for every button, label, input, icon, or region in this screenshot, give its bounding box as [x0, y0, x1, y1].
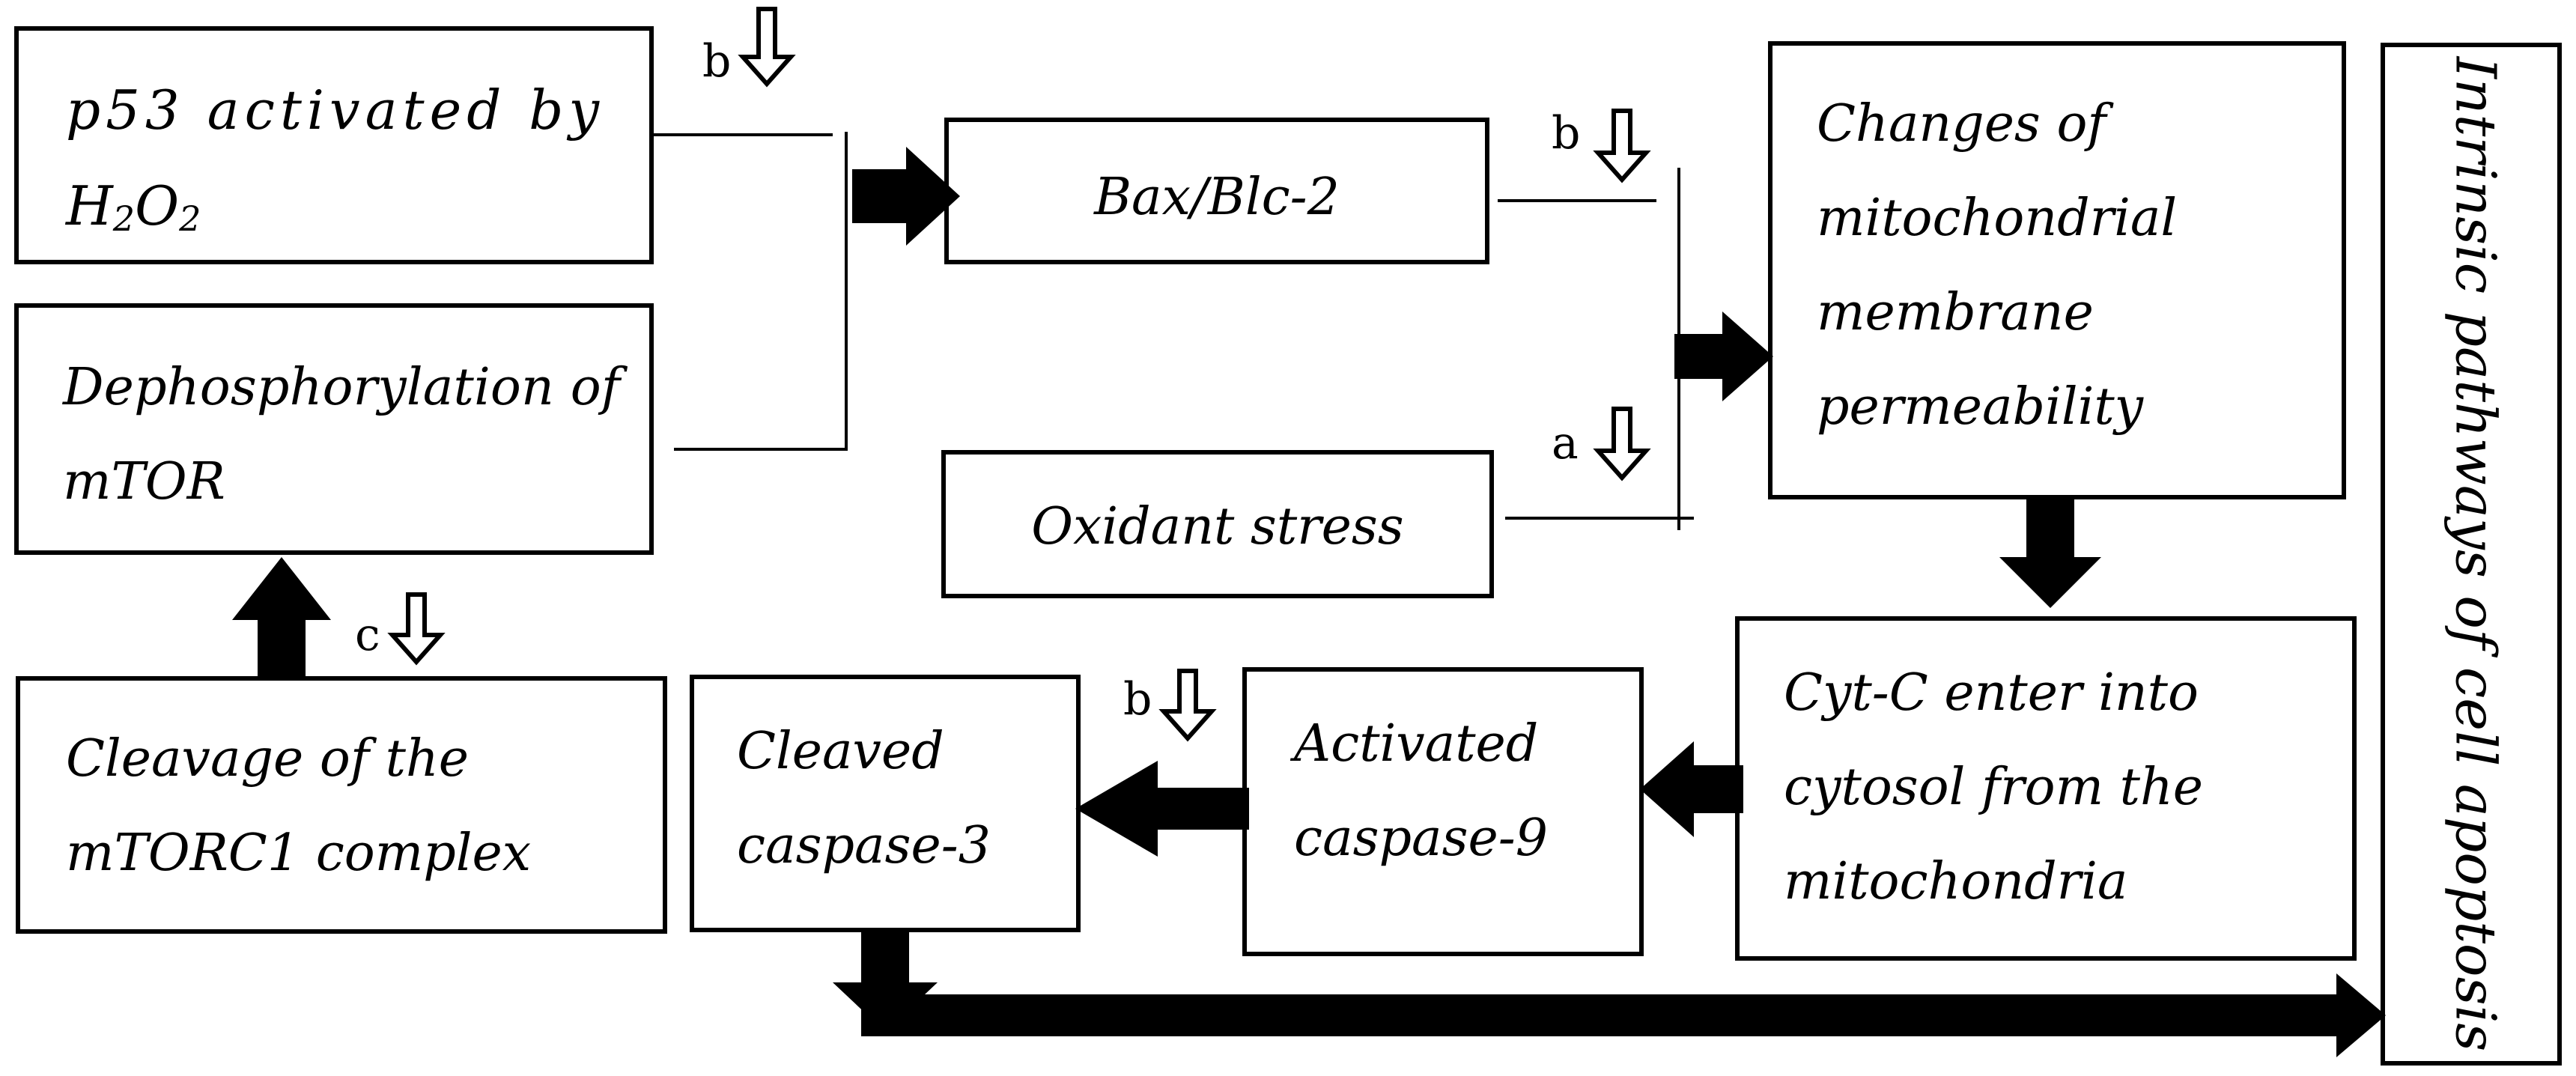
h-subscript: 2 [112, 198, 135, 239]
bottom-arrow-head [2336, 973, 2386, 1057]
oxidant-text: Oxidant stress [1031, 497, 1403, 556]
marker-letter-oxidant: a [1552, 417, 1579, 469]
mtor-box [14, 303, 654, 555]
arrow-cytc-to-casp9 [1640, 741, 1743, 837]
casp3-text-line2: caspase-3 [737, 816, 991, 875]
arrow-mtorc1-to-mtor [232, 557, 331, 677]
intrinsic-box [2381, 43, 2562, 1066]
arrow-to-bax [852, 147, 960, 246]
oxidant-box [941, 450, 1494, 598]
casp3-box [690, 675, 1081, 932]
cytc-text-line2: cytosol from the [1784, 758, 2203, 817]
cytc-text-line3: mitochondria [1784, 852, 2127, 911]
casp9-text-line1: Activated [1289, 714, 1538, 773]
casp9-text-line2: caspase-9 [1294, 809, 1548, 868]
marker-letter-mtorc1: c [355, 609, 380, 661]
p53-text-line2: H2O2 [64, 174, 201, 239]
mito-text-line2: mitochondrial [1817, 189, 2177, 248]
hollow-arrow-icon-p53 [738, 7, 796, 88]
bax-text: Bax/Blc-2 [1093, 168, 1340, 227]
h-symbol: H [64, 174, 114, 237]
cytc-text-line1: Cyt-C enter into [1784, 663, 2199, 723]
mtor-text-line2: mTOR [63, 452, 225, 511]
mito-box [1768, 41, 2346, 499]
arrow-casp9-to-casp3 [1075, 761, 1249, 857]
mtorc1-text-line2: mTORC1 complex [66, 824, 531, 883]
o-symbol: O [135, 174, 179, 237]
marker-letter-casp9: b [1123, 673, 1152, 726]
mito-text-line3: membrane [1817, 283, 2094, 342]
hollow-arrow-icon-bax [1593, 109, 1651, 183]
mito-text-line4: permeability [1817, 377, 2145, 437]
hollow-arrow-icon-oxidant [1593, 407, 1651, 481]
bottom-arrow-shaft [861, 994, 2357, 1036]
mtor-text-line1: Dephosphorylation of [61, 358, 628, 417]
bax-box [944, 118, 1489, 264]
casp3-text-line1: Cleaved [737, 722, 944, 781]
marker-letter-p53: b [702, 35, 731, 88]
marker-letter-bax: b [1552, 107, 1580, 159]
arrow-to-mito [1674, 311, 1773, 401]
mtorc1-text-line1: Cleavage of the [66, 729, 469, 788]
p53-text-line1: p53 activated by [66, 79, 600, 142]
hollow-arrow-icon-casp9 [1158, 669, 1217, 742]
o-subscript: 2 [178, 198, 201, 239]
p53-box [14, 26, 654, 264]
intrinsic-text: Intrinsic pathways of cell apoptosis [2443, 55, 2508, 1051]
arrow-mito-to-cytc [1999, 497, 2101, 608]
mito-text-line1: Changes of [1817, 94, 2114, 154]
cytc-box [1735, 616, 2357, 961]
hollow-arrow-icon-mtorc1 [387, 592, 446, 666]
mtorc1-box [16, 676, 667, 934]
casp9-box [1242, 667, 1644, 956]
